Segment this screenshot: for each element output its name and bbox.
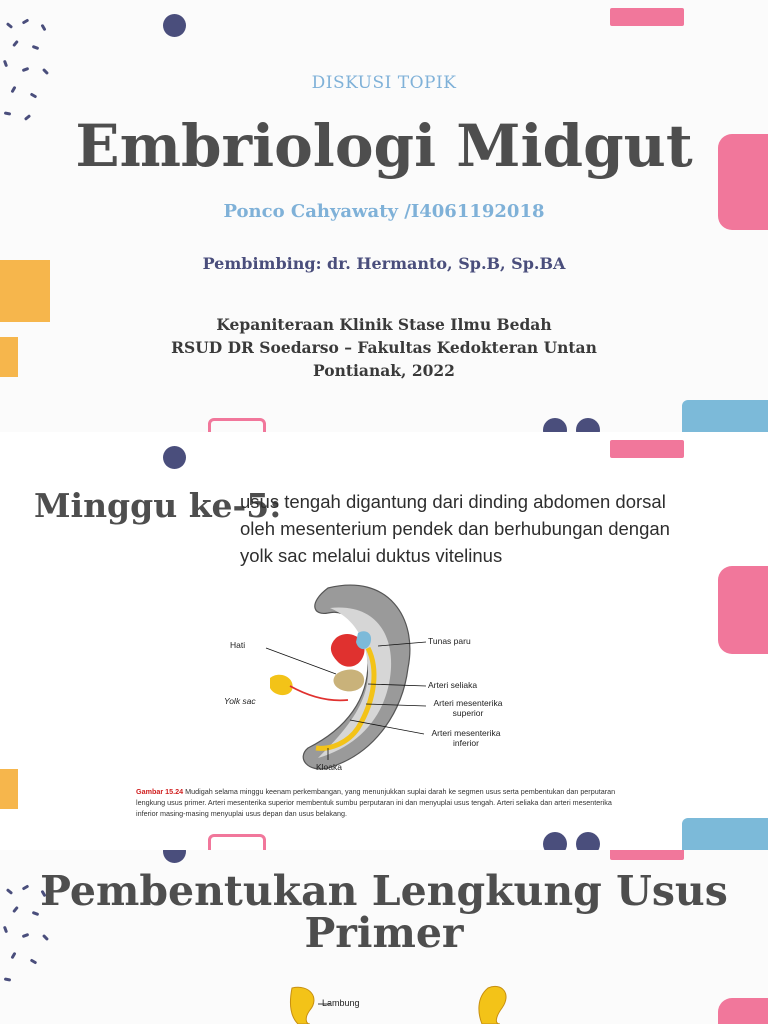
content-slide-week5: Minggu ke-5: usus tengah digantung dari … bbox=[0, 432, 768, 850]
navy-dot-decoration bbox=[163, 446, 186, 469]
caption-figure-number: Gambar 15.24 bbox=[136, 787, 184, 796]
navy-dot-decoration bbox=[163, 14, 186, 37]
figure-caption: Gambar 15.24 Mudigah selama minggu keena… bbox=[136, 786, 626, 819]
navy-dot-decoration bbox=[576, 832, 600, 850]
institution-line: RSUD DR Soedarso – Fakultas Kedokteran U… bbox=[171, 338, 597, 357]
content-slide-primary-loop: Pembentukan Lengkung Usus Primer Lambung bbox=[0, 850, 768, 1024]
pink-block-decoration bbox=[718, 998, 768, 1024]
pink-outline-decoration bbox=[208, 418, 266, 432]
figure-label-lambung: Lambung bbox=[322, 998, 360, 1008]
pink-bar-decoration bbox=[610, 850, 684, 860]
topic-kicker: DISKUSI TOPIK bbox=[311, 73, 457, 93]
navy-dot-decoration bbox=[576, 418, 600, 432]
figure-label-hati: Hati bbox=[230, 640, 246, 650]
orange-block-decoration bbox=[0, 769, 18, 809]
pink-outline-decoration bbox=[208, 834, 266, 850]
advisor-line: Pembimbing: dr. Hermanto, Sp.B, Sp.BA bbox=[202, 254, 566, 273]
blue-block-decoration bbox=[682, 400, 768, 432]
institution-line: Kepaniteraan Klinik Stase Ilmu Bedah bbox=[216, 315, 552, 334]
embryo-diagram-svg bbox=[265, 584, 427, 770]
figure-label-tunas-paru: Tunas paru bbox=[428, 636, 471, 646]
orange-block-decoration bbox=[0, 337, 18, 377]
institution-block: Kepaniteraan Klinik Stase Ilmu Bedah RSU… bbox=[0, 313, 768, 382]
pink-block-decoration bbox=[718, 566, 768, 654]
embryo-illustration: Hati Yolk sac Tunas paru Arteri seliaka … bbox=[218, 578, 518, 778]
week-heading: Minggu ke-5: bbox=[34, 486, 282, 525]
pink-block-decoration bbox=[718, 134, 768, 230]
navy-dot-decoration bbox=[543, 418, 567, 432]
figure-label-arteri-mesenterika-superior: Arteri mesenterika superior bbox=[433, 698, 503, 718]
stomach-illustration bbox=[289, 986, 507, 1024]
title-slide: DISKUSI TOPIK Embriologi Midgut Ponco Ca… bbox=[0, 0, 768, 432]
figure-label-yolk-sac: Yolk sac bbox=[224, 696, 256, 706]
orange-block-decoration bbox=[0, 260, 50, 322]
figure-label-arteri-mesenterika-inferior: Arteri mesenterika inferior bbox=[431, 728, 501, 748]
pink-bar-decoration bbox=[610, 8, 684, 26]
week-description: usus tengah digantung dari dinding abdom… bbox=[240, 491, 670, 566]
presentation-title: Embriologi Midgut bbox=[75, 112, 693, 180]
pink-bar-decoration bbox=[610, 440, 684, 458]
navy-dot-decoration bbox=[543, 832, 567, 850]
blue-block-decoration bbox=[682, 818, 768, 850]
figure-label-kloaka: Kloaka bbox=[316, 762, 342, 772]
author-line: Ponco Cahyawaty /I4061192018 bbox=[223, 201, 545, 222]
caption-text: Mudigah selama minggu keenam perkembanga… bbox=[136, 787, 616, 818]
institution-line: Pontianak, 2022 bbox=[313, 361, 455, 380]
navy-dot-decoration bbox=[163, 850, 186, 863]
section-title: Pembentukan Lengkung Usus Primer bbox=[40, 867, 728, 957]
figure-label-arteri-seliaka: Arteri seliaka bbox=[428, 680, 478, 690]
